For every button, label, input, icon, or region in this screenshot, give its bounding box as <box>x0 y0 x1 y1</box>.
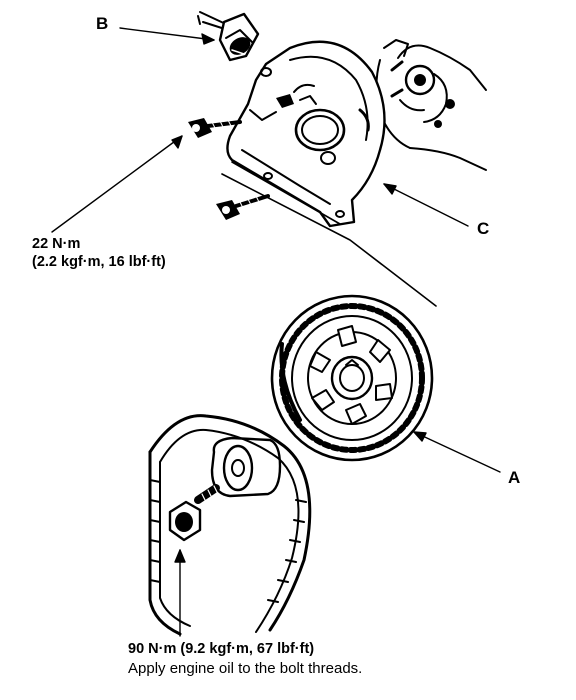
leader-b <box>119 27 215 45</box>
callout-b: B <box>96 14 109 33</box>
torque-upper-value: 22 N·m <box>32 236 81 252</box>
sensor-part-b <box>197 11 260 62</box>
leader-c <box>383 183 469 227</box>
engine-block <box>375 39 487 171</box>
cover-bolt-lower <box>216 194 270 220</box>
torque-lower-value: 90 N·m (9.2 kgf·m, 67 lbf·ft) <box>128 641 315 657</box>
timing-belt <box>148 414 312 636</box>
leader-a <box>413 431 501 473</box>
leader-torque-lower <box>174 549 186 637</box>
back-cover-part-c <box>226 40 386 228</box>
pulley-washer <box>210 436 282 498</box>
callout-c: C <box>477 219 490 238</box>
alignment-lines <box>221 161 437 307</box>
torque-lower-note: Apply engine oil to the bolt threads. <box>128 660 363 677</box>
torque-upper-alt-units: (2.2 kgf·m, 16 lbf·ft) <box>32 254 166 270</box>
pulley-part-a <box>270 294 434 462</box>
cover-bolt-upper <box>188 118 242 138</box>
pulley-bolt <box>168 484 220 542</box>
leader-torque-upper <box>51 135 183 233</box>
callout-a: A <box>508 468 521 487</box>
cover-small-fastener <box>276 94 294 108</box>
